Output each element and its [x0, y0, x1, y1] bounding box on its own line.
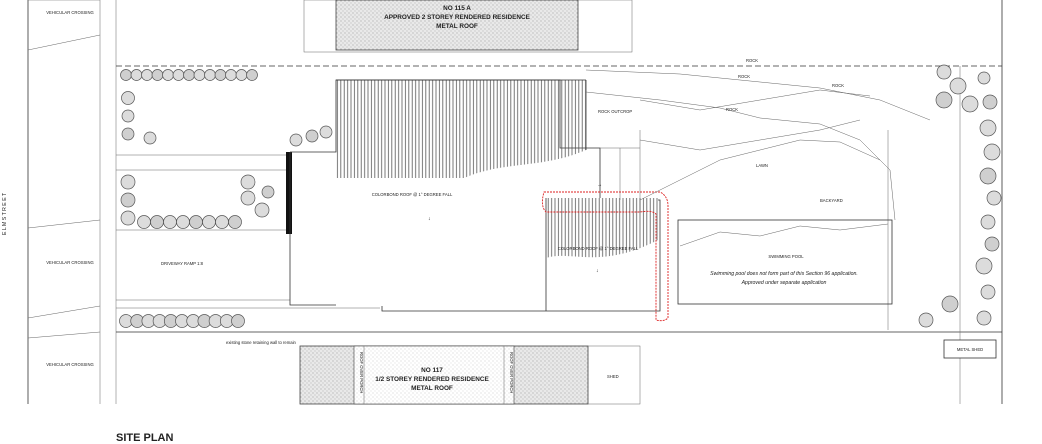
tree-canopy: [189, 215, 203, 229]
tree-canopy: [936, 64, 952, 80]
tree-canopy: [975, 257, 993, 275]
rock-label-3: ROCK: [726, 107, 738, 112]
tree-canopy: [976, 310, 992, 326]
tree-canopy: [121, 127, 135, 141]
tree-canopy: [941, 295, 959, 313]
trees: [119, 64, 1002, 328]
tree-canopy: [935, 91, 953, 109]
neighbour-top-building: [303, 0, 633, 53]
tree-canopy: [979, 167, 997, 185]
tree-canopy: [980, 214, 996, 230]
main-house: [286, 79, 661, 312]
tree-canopy: [228, 215, 242, 229]
tree-canopy: [918, 312, 934, 328]
tree-canopy: [231, 314, 245, 328]
tree-canopy: [176, 215, 190, 229]
tree-canopy: [305, 129, 319, 143]
tree-canopy: [979, 119, 997, 137]
crossing-label-3: VEHICULAR CROSSING: [46, 362, 93, 367]
tree-canopy: [151, 69, 164, 81]
tree-canopy: [121, 91, 135, 105]
street-name-label: E L M S T R E E T: [2, 192, 8, 235]
neighbour-bottom-building: [299, 345, 641, 405]
crossing-label-1: VEHICULAR CROSSING: [46, 10, 93, 15]
tree-canopy: [235, 69, 248, 81]
tree-canopy: [319, 125, 333, 139]
tree-canopy: [246, 69, 258, 81]
tree-canopy: [225, 69, 237, 81]
roof-arrow-right: →: [597, 182, 602, 188]
tree-canopy: [984, 236, 1000, 252]
tree-canopy: [120, 192, 136, 208]
tree-canopy: [254, 202, 270, 218]
tree-canopy: [202, 215, 216, 229]
tree-canopy: [961, 95, 979, 113]
tree-canopy: [143, 131, 157, 145]
swimming-pool: [677, 219, 893, 305]
tree-canopy: [121, 109, 135, 123]
tree-canopy: [183, 69, 195, 81]
driveway-label: DRIVEWAY RAMP 1:8: [161, 261, 204, 266]
tree-canopy: [162, 69, 174, 81]
tree-canopy: [949, 77, 967, 95]
tree-canopy: [215, 215, 229, 229]
tree-canopy: [172, 69, 185, 81]
tree-canopy: [163, 215, 177, 229]
metal-shed-label: METAL SHED: [957, 347, 983, 352]
site-plan-title: SITE PLAN: [116, 432, 174, 444]
tree-canopy: [983, 143, 1001, 161]
existing-wall-note: existing stone retaining wall to remain: [226, 340, 296, 345]
tree-canopy: [141, 69, 153, 81]
rock-outcrop-label: ROCK OUTCROP: [598, 109, 632, 114]
tree-canopy: [977, 71, 991, 85]
roof-rear-arrow: ↓: [596, 268, 599, 274]
site-boundary: [116, 0, 1003, 404]
tree-canopy: [240, 174, 256, 190]
rock-label-4: ROCK: [832, 83, 844, 88]
roof-main-label: COLORBOND ROOF @ 1° DEGREE FALL: [372, 192, 453, 197]
tree-canopy: [261, 185, 275, 199]
metal-shed-box: [943, 339, 997, 359]
neighbour-bottom-side-right: ROOF OVER PORCH: [509, 352, 514, 393]
pool-note-2: Approved under separate application: [741, 280, 827, 286]
tree-canopy: [120, 174, 136, 190]
tree-canopy: [193, 69, 206, 81]
roof-rear-label: COLORBOND ROOF @ 1° DEGREE FALL: [558, 246, 639, 251]
shed-bottom-label: SHED: [607, 374, 619, 379]
neighbour-bottom-line2: 1/2 STOREY RENDERED RESIDENCE: [375, 376, 489, 383]
pool-title: SWIMMING POOL: [768, 254, 804, 259]
tree-canopy: [289, 133, 303, 147]
side-fences: [116, 154, 380, 309]
neighbour-bottom-line1: NO 117: [421, 367, 443, 374]
revision-cloud: [541, 191, 669, 322]
tree-canopy: [120, 69, 132, 81]
rock-label-2: ROCK: [738, 74, 750, 79]
street-frontage: [27, 0, 117, 404]
backyard-terrain: [585, 69, 931, 330]
tree-canopy: [130, 69, 143, 81]
rock-label-1: ROCK: [746, 58, 758, 63]
neighbour-top-line2: APPROVED 2 STOREY RENDERED RESIDENCE: [384, 14, 530, 21]
neighbour-bottom-line3: METAL ROOF: [411, 385, 453, 392]
lawn-label: LAWN: [756, 163, 768, 168]
tree-canopy: [240, 190, 256, 206]
tree-canopy: [214, 69, 227, 81]
roof-main-arrow: ↓: [428, 216, 431, 222]
backyard-label: BACKYARD: [820, 198, 843, 203]
neighbour-bottom-side-left: ROOF OVER PORCH: [359, 352, 364, 393]
tree-canopy: [204, 69, 216, 81]
neighbour-top-line1: NO 115 A: [443, 5, 471, 12]
tree-canopy: [986, 190, 1002, 206]
neighbour-top-line3: METAL ROOF: [436, 23, 478, 30]
crossing-label-2: VEHICULAR CROSSING: [46, 260, 93, 265]
pool-note-1: Swimming pool does not form part of this…: [710, 271, 858, 277]
tree-canopy: [150, 215, 164, 229]
tree-canopy: [980, 284, 996, 300]
tree-canopy: [120, 210, 136, 226]
tree-canopy: [982, 94, 998, 110]
tree-canopy: [137, 215, 151, 229]
